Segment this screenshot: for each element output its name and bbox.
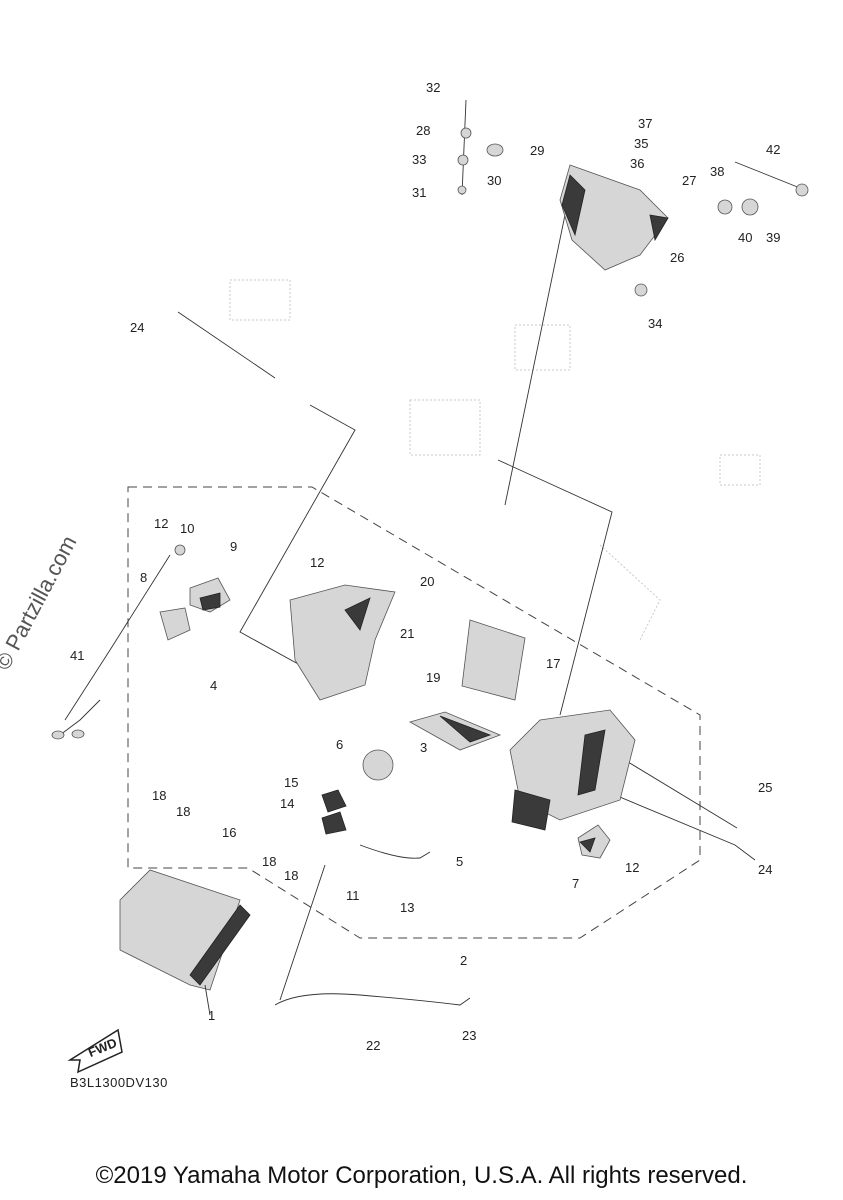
callout-24b: 24	[758, 862, 772, 877]
callout-42: 42	[766, 142, 780, 157]
part-housing-right	[509, 709, 636, 831]
callout-32: 32	[426, 80, 440, 95]
callout-31: 31	[412, 185, 426, 200]
callout-13: 13	[400, 900, 414, 915]
callout-7: 7	[572, 876, 579, 891]
callout-9: 9	[230, 539, 237, 554]
callout-37: 37	[638, 116, 652, 131]
callout-41: 41	[70, 648, 84, 663]
ghost-parts	[229, 279, 761, 641]
assembly-outline	[127, 486, 701, 939]
callout-25: 25	[758, 780, 772, 795]
fwd-arrow-icon: FWD	[67, 1028, 123, 1074]
callout-39: 39	[766, 230, 780, 245]
callout-18c: 18	[262, 854, 276, 869]
part-frame-17	[461, 619, 526, 701]
callout-2: 2	[460, 953, 467, 968]
callout-6: 6	[336, 737, 343, 752]
callout-29: 29	[530, 143, 544, 158]
callout-27: 27	[682, 173, 696, 188]
callout-16: 16	[222, 825, 236, 840]
part-fan-7	[577, 824, 611, 859]
callout-12c: 12	[625, 860, 639, 875]
callout-18d: 18	[284, 868, 298, 883]
callout-4: 4	[210, 678, 217, 693]
callout-11: 11	[346, 888, 360, 903]
part-tray-3	[408, 711, 502, 751]
callout-28: 28	[416, 123, 430, 138]
callout-30: 30	[487, 173, 501, 188]
callout-23: 23	[462, 1028, 476, 1043]
part-block-1	[119, 869, 251, 1016]
callout-12a: 12	[154, 516, 168, 531]
part-cap-6	[362, 749, 394, 781]
callout-10: 10	[180, 521, 194, 536]
part-bracket-26	[559, 164, 669, 271]
callout-24a: 24	[130, 320, 144, 335]
callout-5: 5	[456, 854, 463, 869]
callout-15: 15	[284, 775, 298, 790]
part-actuator-8-9	[159, 544, 231, 641]
part-bolt-stack-28-33	[457, 99, 504, 196]
callout-18b: 18	[176, 804, 190, 819]
callout-22: 22	[366, 1038, 380, 1053]
callout-17: 17	[546, 656, 560, 671]
callout-8: 8	[140, 570, 147, 585]
callout-3: 3	[420, 740, 427, 755]
copyright-text: ©2019 Yamaha Motor Corporation, U.S.A. A…	[95, 1162, 748, 1189]
callout-20: 20	[420, 574, 434, 589]
callout-21: 21	[400, 626, 414, 641]
part-mount-38-42	[634, 161, 809, 297]
callout-labels: 1 2 3 4 5 6 7 8 9 10 11 12 12 12 13 14 1…	[70, 80, 780, 1053]
callout-38: 38	[710, 164, 724, 179]
callout-36: 36	[630, 156, 644, 171]
callout-19: 19	[426, 670, 440, 685]
callout-26: 26	[670, 250, 684, 265]
callout-35: 35	[634, 136, 648, 151]
part-duct-upper	[289, 584, 396, 701]
diagram-code: B3L1300DV130	[70, 1075, 168, 1090]
callout-33: 33	[412, 152, 426, 167]
callout-14: 14	[280, 796, 294, 811]
part-clips-14-15	[321, 789, 347, 835]
callout-18a: 18	[152, 788, 166, 803]
part-harness-41	[51, 699, 101, 740]
callout-12b: 12	[310, 555, 324, 570]
callout-40: 40	[738, 230, 752, 245]
part-hose-22-23	[274, 844, 471, 1006]
callout-34: 34	[648, 316, 662, 331]
callout-1: 1	[208, 1008, 215, 1023]
